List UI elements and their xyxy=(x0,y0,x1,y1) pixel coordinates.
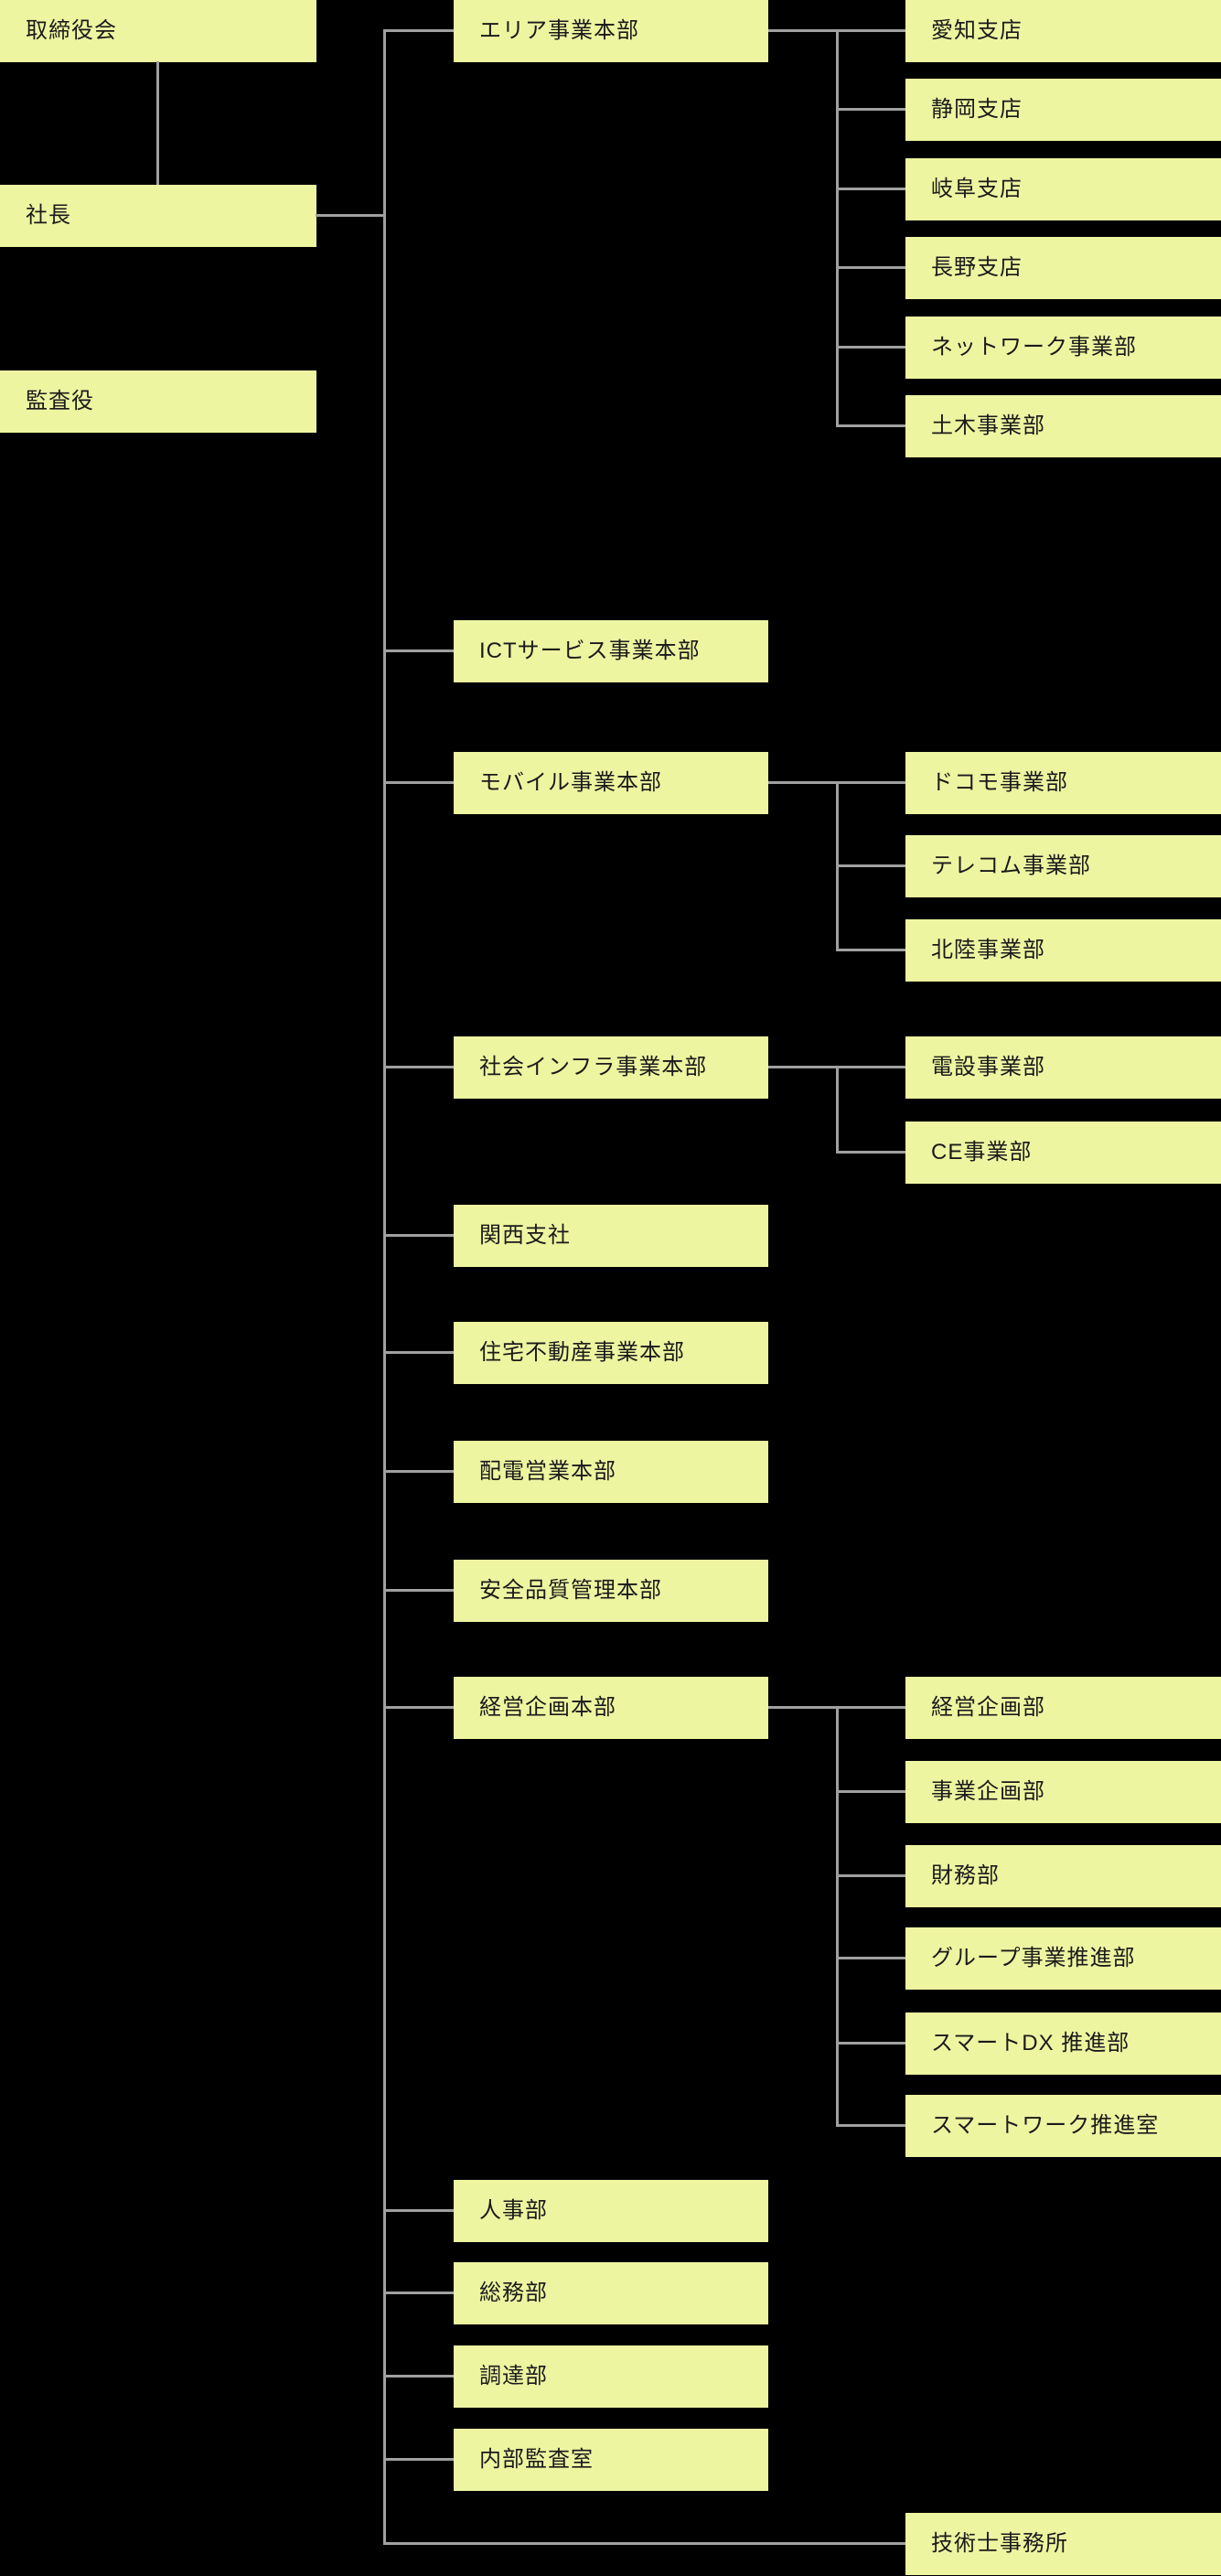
node-group-business-promotion-dept: グループ事業推進部 xyxy=(905,1927,1221,1990)
node-ict-service-hq: ICTサービス事業本部 xyxy=(454,620,768,682)
node-hokuriku-dept: 北陸事業部 xyxy=(905,919,1221,982)
connector-line xyxy=(836,266,905,269)
node-power-distribution-sales-hq: 配電営業本部 xyxy=(454,1441,768,1503)
node-procurement-dept: 調達部 xyxy=(454,2345,768,2408)
connector-line xyxy=(836,1957,905,1959)
node-network-dept: ネットワーク事業部 xyxy=(905,317,1221,379)
connector-line xyxy=(836,1874,905,1877)
node-engineer-office: 技術士事務所 xyxy=(905,2513,1221,2575)
connector-line xyxy=(383,2542,905,2545)
node-hr-dept: 人事部 xyxy=(454,2180,768,2242)
connector-line xyxy=(383,2375,454,2377)
connector-line xyxy=(383,2209,454,2212)
node-internal-audit-office: 内部監査室 xyxy=(454,2429,768,2491)
connector-line xyxy=(383,649,454,652)
node-aichi-branch: 愛知支店 xyxy=(905,0,1221,62)
node-corporate-planning-hq: 経営企画本部 xyxy=(454,1677,768,1739)
node-mobile-hq: モバイル事業本部 xyxy=(454,752,768,814)
node-business-planning-dept: 事業企画部 xyxy=(905,1761,1221,1823)
node-densetsu-dept: 電設事業部 xyxy=(905,1036,1221,1099)
node-civil-eng-dept: 土木事業部 xyxy=(905,395,1221,457)
connector-line xyxy=(836,1706,839,2127)
connector-line xyxy=(836,2124,905,2127)
connector-line xyxy=(836,864,905,867)
connector-line xyxy=(383,1706,454,1709)
node-smart-work-promotion-office: スマートワーク推進室 xyxy=(905,2095,1221,2157)
node-auditor: 監査役 xyxy=(0,370,316,433)
node-president: 社長 xyxy=(0,185,316,247)
node-corp-planning-dept: 経営企画部 xyxy=(905,1677,1221,1739)
connector-line xyxy=(836,1790,905,1793)
node-smart-dx-promotion-dept: スマートDX 推進部 xyxy=(905,2012,1221,2075)
connector-line xyxy=(383,1589,454,1592)
node-kansai-branch: 関西支社 xyxy=(454,1205,768,1267)
connector-line xyxy=(836,346,905,349)
connector-line xyxy=(383,1470,454,1473)
node-area-business-hq: エリア事業本部 xyxy=(454,0,768,62)
connector-line xyxy=(836,108,905,111)
node-safety-quality-hq: 安全品質管理本部 xyxy=(454,1560,768,1622)
connector-line xyxy=(383,781,454,784)
connector-line xyxy=(383,1066,454,1068)
connector-line xyxy=(156,61,159,185)
connector-line xyxy=(836,1066,839,1154)
connector-line xyxy=(316,214,386,217)
connector-line xyxy=(836,2042,905,2045)
connector-line xyxy=(836,188,905,190)
node-telecom-dept: テレコム事業部 xyxy=(905,835,1221,897)
connector-line xyxy=(383,1234,454,1237)
node-gifu-branch: 岐阜支店 xyxy=(905,158,1221,220)
node-shizuoka-branch: 静岡支店 xyxy=(905,79,1221,141)
connector-line xyxy=(383,29,454,32)
node-social-infra-hq: 社会インフラ事業本部 xyxy=(454,1036,768,1099)
node-finance-dept: 財務部 xyxy=(905,1845,1221,1907)
node-docomo-dept: ドコモ事業部 xyxy=(905,752,1221,814)
connector-line xyxy=(836,949,905,951)
connector-line xyxy=(383,1351,454,1354)
connector-line xyxy=(836,29,839,427)
connector-line xyxy=(383,2458,454,2461)
connector-line xyxy=(836,424,905,427)
node-general-affairs-dept: 総務部 xyxy=(454,2262,768,2324)
connector-line xyxy=(383,29,386,2545)
node-housing-realestate-hq: 住宅不動産事業本部 xyxy=(454,1322,768,1384)
node-nagano-branch: 長野支店 xyxy=(905,237,1221,299)
connector-line xyxy=(836,1151,905,1154)
node-board-of-directors: 取締役会 xyxy=(0,0,316,62)
connector-line xyxy=(383,2292,454,2294)
node-ce-dept: CE事業部 xyxy=(905,1122,1221,1184)
